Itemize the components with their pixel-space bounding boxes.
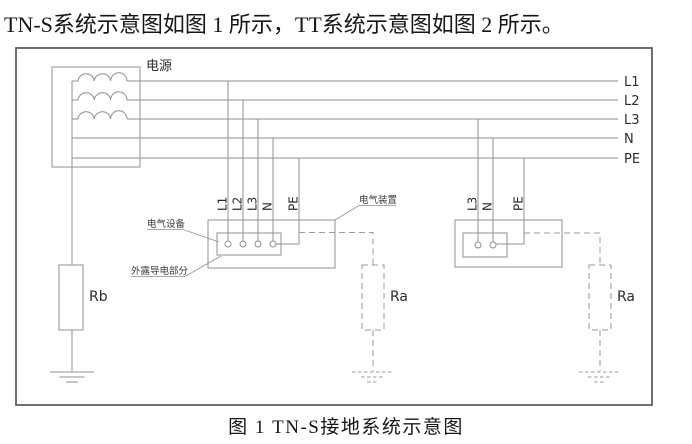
exposed-conductive-callout-label: 外露导电部分 [131,265,189,277]
bus-label-l1: L1 [624,75,640,90]
ground-symbol-dashed [579,371,621,383]
power-source-box [51,66,141,168]
terminal [489,241,497,249]
bus-lines [72,80,618,159]
equipment-callout-leader [147,229,220,243]
ground-symbol-dashed [352,371,394,383]
source-earthing: Rb [50,264,108,383]
winding-coil-3 [72,110,128,120]
earth-branch-dashed [524,232,601,265]
enclosure-box [207,219,336,269]
bus-label-n: N [624,132,634,147]
equipment-box [216,232,282,256]
drop-label-l1: L1 [216,197,230,211]
callouts: 电气设备 外露导电部分 电气装置 [131,194,397,277]
terminal [224,240,232,248]
drop-wire-pe [276,158,300,245]
winding-coil-1 [72,72,128,82]
bus-label-l3: L3 [624,113,640,128]
drop-label-n: N [481,202,495,211]
power-source-label: 电源 [146,59,172,74]
equipment-callout-label: 电气设备 [147,218,186,230]
rb-resistor [58,264,84,331]
bus-label-pe: PE [624,152,640,167]
drop-label-l2: L2 [231,197,245,211]
ra-resistor-dashed [588,264,612,331]
terminal [474,241,482,249]
ground-symbol-solid [50,371,94,383]
bus-label-l2: L2 [624,94,640,109]
earth-branch-dashed [299,232,374,265]
winding-coil-2 [72,91,128,101]
equipment-box [462,232,508,258]
ra-label: Ra [390,289,408,305]
equipment-group-2: L3 N PE Ra [454,119,635,383]
terminal [269,240,277,248]
power-source: 电源 [51,59,172,265]
installation-callout-leader [334,205,396,221]
enclosure-box [454,219,563,268]
figure-frame [15,47,653,406]
caption-text: 图 1 TN-S接地系统示意图 [228,417,464,438]
intro-text: TN-S系统示意图如图 1 所示，TT系统示意图如图 2 所示。 [4,12,564,37]
installation-callout-label: 电气装置 [359,194,397,206]
drop-wire-pe [496,158,525,245]
drop-label-pe: PE [287,196,301,211]
drop-label-l3: L3 [466,197,480,211]
ra-label: Ra [617,289,635,305]
drop-label-pe: PE [512,196,526,211]
rb-label: Rb [89,289,108,305]
equipment-group-1: L1 L2 L3 N PE Ra [207,81,408,383]
drop-label-n: N [261,202,275,211]
terminal [254,240,262,248]
bus-labels-right: L1 L2 L3 N PE [624,75,640,167]
drop-label-l3: L3 [246,197,260,211]
terminal [239,240,247,248]
exposed-conductive-callout-leader [131,255,222,277]
ra-resistor-dashed [361,264,385,331]
